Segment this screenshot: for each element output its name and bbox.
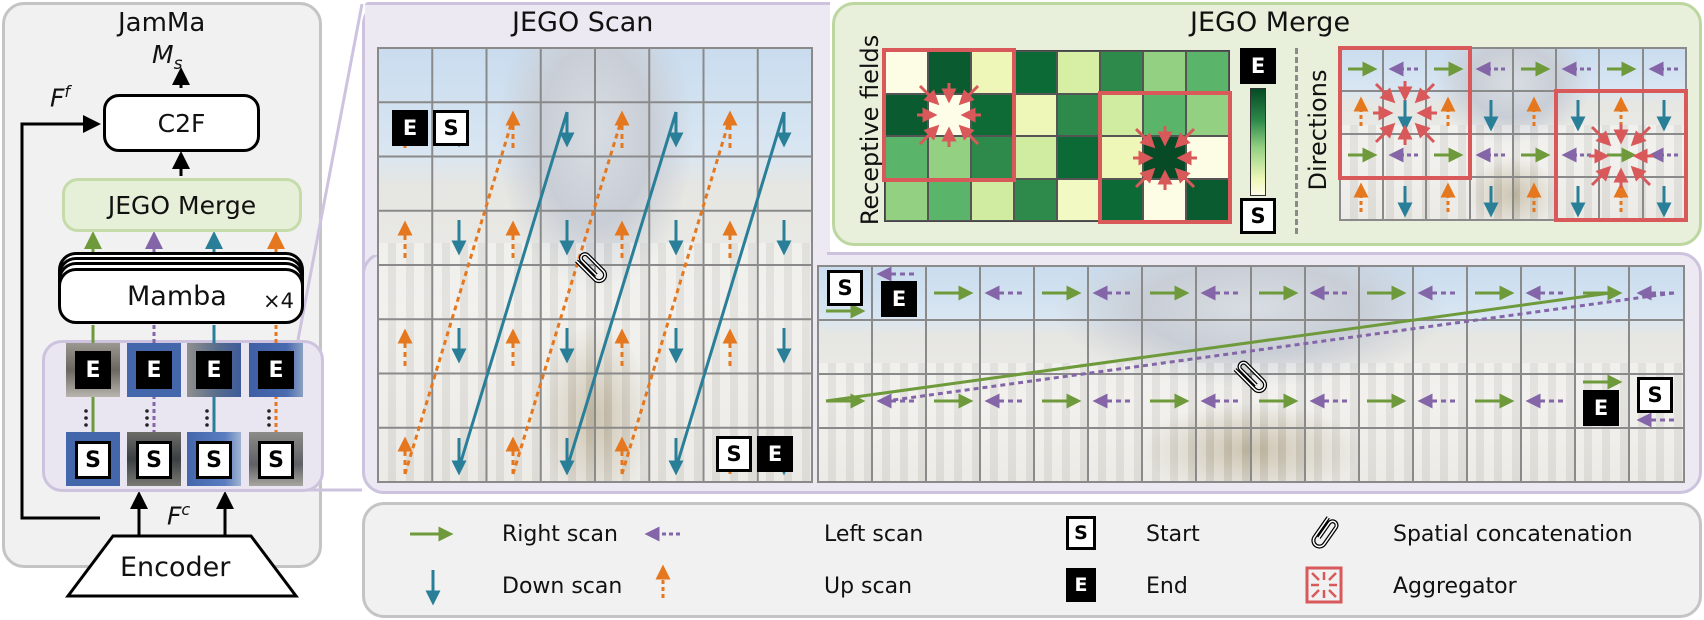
end-token-icon: E — [1066, 568, 1096, 602]
end-token: E — [136, 351, 172, 389]
legend-label-left-scan: Left scan — [824, 522, 924, 547]
start-token: S — [75, 441, 111, 479]
heatmap-cell — [1057, 93, 1100, 136]
aggregator-icon — [1305, 566, 1343, 604]
end-token: E — [1583, 390, 1619, 426]
legend-label-start: Start — [1146, 522, 1200, 547]
end-token: E — [392, 110, 428, 146]
legend-label-spatial-concatenation: Spatial concatenation — [1393, 522, 1633, 547]
output-label-ms: Ms — [152, 40, 183, 74]
jego-merge-title: JEGO Merge — [1190, 7, 1351, 38]
encoder-block — [65, 534, 299, 598]
start-token: S — [258, 441, 294, 479]
heatmap-cell — [1014, 178, 1057, 221]
heatmap-cell — [971, 93, 1014, 136]
legend-label-up-scan: Up scan — [824, 574, 913, 599]
start-token: S — [716, 436, 752, 472]
merge-separator — [1295, 48, 1298, 234]
jego-scan-horizontal-paths — [825, 266, 1675, 428]
end-token: E — [75, 351, 111, 389]
jego-merge-block-label: JEGO Merge — [107, 190, 257, 220]
start-token: S — [433, 110, 469, 146]
start-token: S — [196, 441, 232, 479]
start-token: S — [1637, 377, 1673, 413]
start-token: S — [827, 270, 863, 306]
legend-label-aggregator: Aggregator — [1393, 574, 1517, 599]
jamma-title: JamMa — [118, 8, 206, 38]
heatmap-cell — [1014, 93, 1057, 136]
colorbar — [1250, 88, 1266, 196]
jego-scan-vertical-grid — [377, 47, 813, 483]
heatmap-cell — [1057, 51, 1100, 94]
colorbar-top-token: E — [1240, 48, 1276, 84]
paperclip-icon — [1311, 516, 1339, 549]
heatmap-cell — [1057, 136, 1100, 179]
start-token-icon: S — [1066, 516, 1096, 550]
heatmap-cell — [1186, 51, 1229, 94]
jego-scan-title: JEGO Scan — [512, 7, 654, 38]
paperclip-icon — [575, 252, 607, 283]
end-token: E — [258, 351, 294, 389]
heatmap-cell — [928, 178, 971, 221]
fine-feature-label: Ff — [50, 82, 71, 113]
coarse-feature-label: Fc — [167, 500, 191, 531]
start-token: S — [136, 441, 172, 479]
heatmap-cell — [1100, 51, 1143, 94]
end-token: E — [757, 436, 793, 472]
mamba-label: Mamba — [127, 281, 227, 312]
end-token: E — [881, 281, 917, 317]
encoder-label: Encoder — [120, 552, 231, 583]
jego-merge-block: JEGO Merge — [62, 178, 302, 232]
legend-label-right-scan: Right scan — [502, 522, 618, 547]
legend-panel — [362, 502, 1702, 618]
jego-scan-vertical-paths — [397, 110, 792, 476]
mamba-repeat: ×4 — [263, 289, 294, 313]
legend-label-down-scan: Down scan — [502, 574, 623, 599]
legend-label-end: End — [1146, 574, 1188, 599]
c2f-label: C2F — [157, 108, 206, 138]
heatmap-cell — [1014, 51, 1057, 94]
directions-grid — [1338, 46, 1688, 222]
paperclip-icon — [1233, 360, 1267, 393]
mamba-block: Mamba ×4 — [58, 268, 304, 324]
c2f-block: C2F — [103, 94, 260, 152]
mamba-stack: Mamba ×4 — [58, 252, 308, 324]
aggregator-overlays — [882, 48, 1232, 224]
end-token: E — [196, 351, 232, 389]
jego-scan-horizontal-grid — [817, 265, 1685, 483]
colorbar-bottom-token: S — [1240, 198, 1276, 234]
